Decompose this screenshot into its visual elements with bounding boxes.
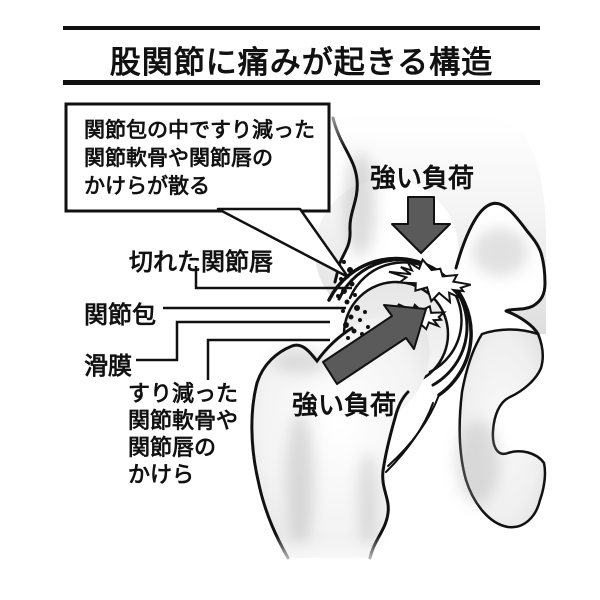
load-arrow-down (391, 196, 451, 254)
label-torn-labrum: 切れた関節唇 (129, 248, 273, 276)
callout-line-3: かけらが散る (84, 174, 210, 198)
callout-line-1: 関節包の中ですり減った (84, 118, 315, 142)
leader-synovium (136, 320, 330, 362)
callout-bubble (64, 102, 350, 279)
femur (250, 315, 430, 560)
pain-starburst-large (388, 257, 471, 305)
label-debris-line-2: 関節軟骨や (128, 409, 239, 434)
pelvis-ischium (456, 328, 547, 529)
top-fade (330, 92, 556, 150)
label-synovium: 滑膜 (84, 352, 132, 380)
title-rule-bottom (63, 80, 540, 85)
callout-line-2: 関節軟骨や関節唇の (84, 146, 273, 170)
label-debris-line-3: 関節唇の (128, 436, 217, 461)
label-load-bottom: 強い負荷 (292, 391, 397, 421)
page-title: 股関節に痛みが起きる構造 (109, 45, 494, 81)
bottom-fade (238, 535, 408, 587)
label-debris-line-1: すり減った (128, 382, 239, 407)
callout-tail (216, 207, 350, 279)
title-rule-top (63, 26, 540, 30)
label-debris-line-4: かけら (128, 463, 195, 488)
leader-lines (136, 266, 352, 380)
pelvis-ilium (314, 110, 547, 392)
capsule-attachment-line (385, 394, 440, 473)
leader-torn-labrum (194, 266, 352, 290)
label-joint-capsule: 関節包 (84, 301, 156, 329)
callout-text: 関節包の中ですり減った 関節軟骨や関節唇の かけらが散る (84, 116, 315, 200)
label-load-top: 強い負荷 (370, 164, 475, 194)
label-debris: すり減った 関節軟骨や 関節唇の かけら (128, 381, 238, 489)
leader-debris (206, 338, 330, 380)
load-arrow-up-right (322, 304, 427, 385)
